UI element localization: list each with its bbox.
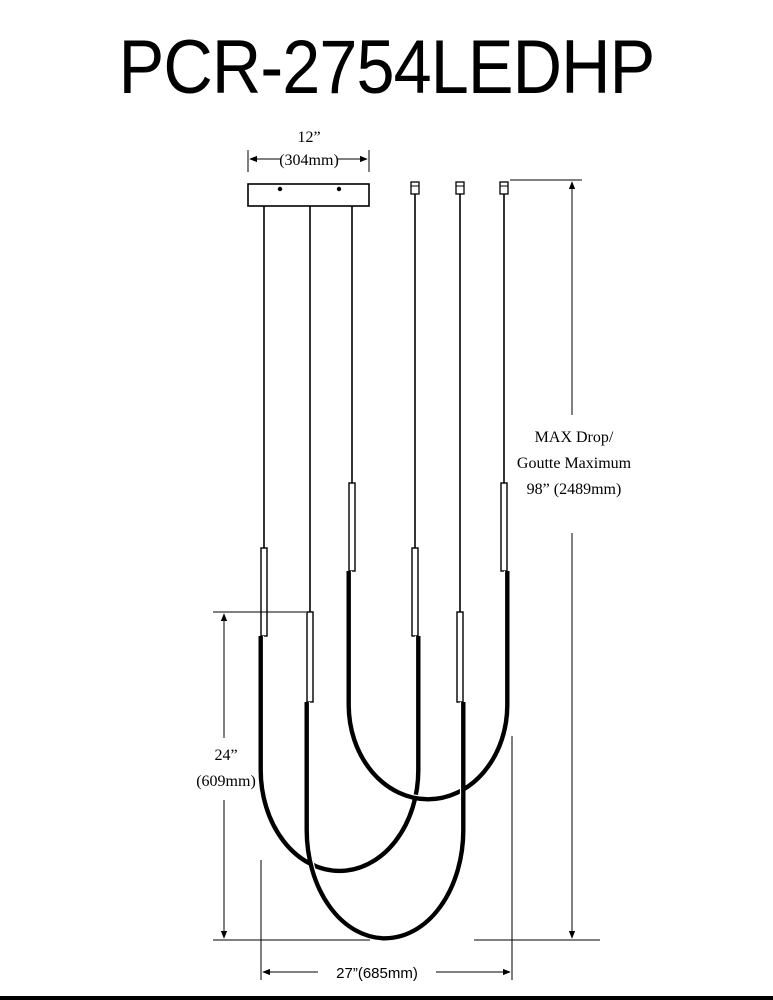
loop-front — [304, 611, 466, 941]
bottom-border — [0, 996, 773, 1000]
loop-height-dimension: 24” (609mm) — [196, 611, 370, 941]
total-width-dimension: 27”(685mm) — [260, 736, 513, 982]
total-width-value: 27”(685mm) — [336, 965, 418, 982]
max-drop-label-en: MAX Drop/ — [535, 429, 614, 446]
max-drop-value: 98” (2489mm) — [527, 481, 622, 498]
loop-left — [258, 547, 421, 874]
product-title: PCR-2754LEDHP — [118, 25, 656, 110]
loop-back — [346, 482, 510, 802]
max-drop-label-fr: Goutte Maximum — [517, 455, 632, 472]
loop-height-mm: (609mm) — [196, 773, 256, 790]
max-drop-dimension: MAX Drop/ Goutte Maximum 98” (2489mm) — [474, 179, 632, 941]
loop-height-inches: 24” — [214, 747, 237, 764]
canopy-width-mm: (304mm) — [279, 152, 339, 169]
canopy-plate — [247, 183, 370, 207]
mini-canopies — [410, 181, 509, 195]
canopy-width-dimension: 12” (304mm) — [247, 129, 370, 172]
suspension-cables — [263, 194, 505, 612]
canopy-width-inches: 12” — [297, 129, 320, 146]
